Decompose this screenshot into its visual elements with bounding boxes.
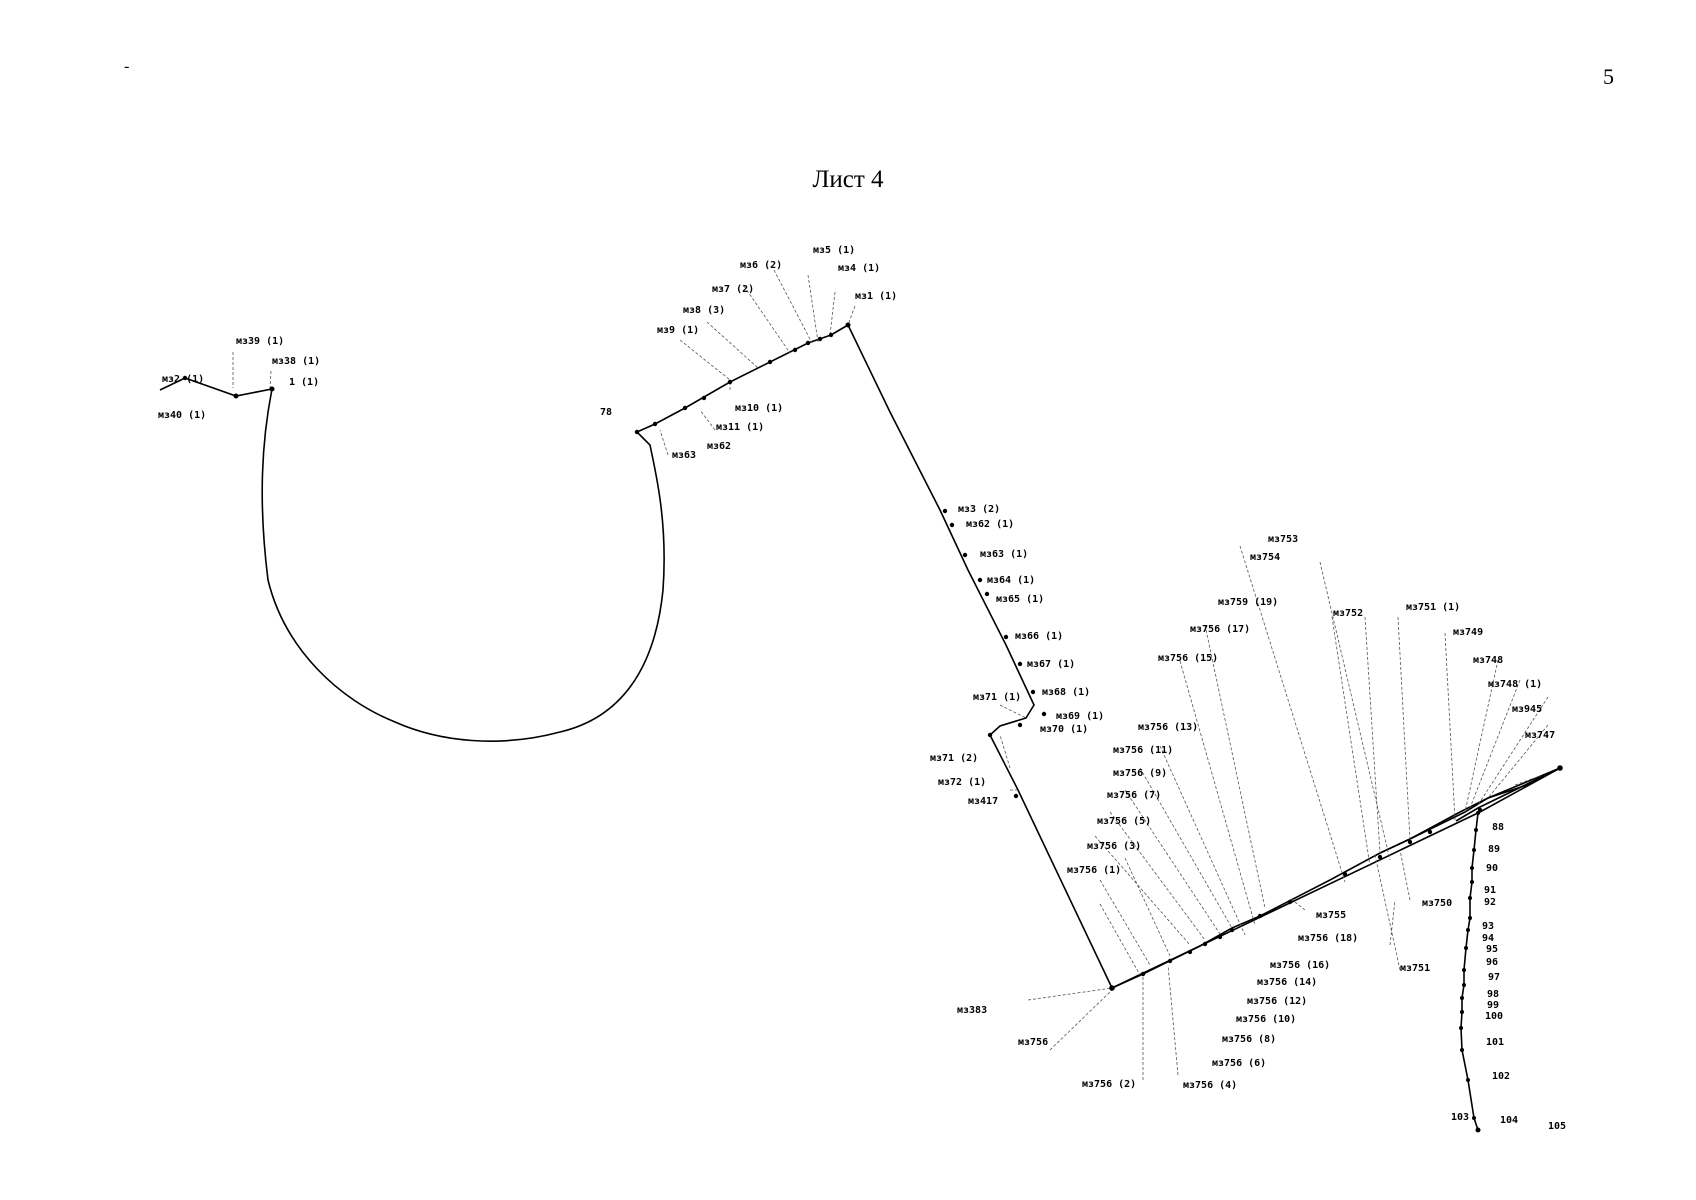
label-mz756-5: мз756 (5) <box>1097 816 1151 827</box>
label-mz753: мз753 <box>1268 534 1298 545</box>
boundary-south-branch <box>1379 797 1489 854</box>
label-mz7: мз7 (2) <box>712 284 754 295</box>
boundary-loop <box>261 388 665 742</box>
label-point-103: 103 <box>1451 1112 1469 1123</box>
label-mz63: мз63 (1) <box>980 549 1028 560</box>
label-mz8: мз8 (3) <box>683 305 725 316</box>
label-mz751: мз751 <box>1400 963 1430 974</box>
label-mz67: мз67 (1) <box>1027 659 1075 670</box>
boundary-point-chain <box>1460 812 1479 1131</box>
label-mz2: мз2 (1) <box>162 374 204 385</box>
boundary-west-segment <box>159 377 273 397</box>
label-mz10: мз10 (1) <box>735 403 783 414</box>
label-mz383: мз383 <box>957 1005 987 1016</box>
label-mz70: мз70 (1) <box>1040 724 1088 735</box>
label-mz62: мз62 (1) <box>966 519 1014 530</box>
stray-mark: - <box>124 58 130 75</box>
label-mz40: мз40 (1) <box>158 410 206 421</box>
sheet-title: Лист 4 <box>812 166 884 193</box>
label-mz756-17: мз756 (17) <box>1190 624 1250 635</box>
label-mz756-9: мз756 (9) <box>1113 768 1167 779</box>
label-mz68: мз68 (1) <box>1042 687 1090 698</box>
boundary-lines <box>159 324 1561 1131</box>
label-point-90: 90 <box>1486 863 1498 874</box>
label-mz3: мз3 (2) <box>958 504 1000 515</box>
label-mz759: мз759 (19) <box>1218 597 1278 608</box>
label-mz71-1: мз71 (1) <box>973 692 1021 703</box>
label-mz756-18: мз756 (18) <box>1298 933 1358 944</box>
label-mz39: мз39 (1) <box>236 336 284 347</box>
label-mz1: мз1 (1) <box>855 291 897 302</box>
label-mz38: мз38 (1) <box>272 356 320 367</box>
label-mz756-6: мз756 (6) <box>1212 1058 1266 1069</box>
label-point-93: 93 <box>1482 921 1494 932</box>
label-point-97: 97 <box>1488 972 1500 983</box>
label-mz945: мз945 <box>1512 704 1542 715</box>
label-point-105: 105 <box>1548 1121 1566 1132</box>
label-mz748: мз748 <box>1473 655 1503 666</box>
label-point-91: 91 <box>1484 885 1496 896</box>
label-mz749: мз749 <box>1453 627 1483 638</box>
label-mz756-7: мз756 (7) <box>1107 790 1161 801</box>
leader-lines <box>232 269 1549 1080</box>
label-mz756-14: мз756 (14) <box>1257 977 1317 988</box>
label-mz756-8: мз756 (8) <box>1222 1034 1276 1045</box>
label-mz65: мз65 (1) <box>996 594 1044 605</box>
label-point-104: 104 <box>1500 1115 1518 1126</box>
label-mz11: мз11 (1) <box>716 422 764 433</box>
label-mz66: мз66 (1) <box>1015 631 1063 642</box>
label-mz756-10: мз756 (10) <box>1236 1014 1296 1025</box>
label-mz64: мз64 (1) <box>987 575 1035 586</box>
boundary-east-segment <box>847 324 1113 989</box>
label-point-100: 100 <box>1485 1011 1503 1022</box>
label-point-96: 96 <box>1486 957 1498 968</box>
label-mz756-11: мз756 (11) <box>1113 745 1173 756</box>
label-mz752: мз752 <box>1333 608 1363 619</box>
label-mz750: мз750 <box>1422 898 1452 909</box>
label-mz754: мз754 <box>1250 552 1280 563</box>
label-mz5: мз5 (1) <box>813 245 855 256</box>
label-point-95: 95 <box>1486 944 1498 955</box>
label-mz6: мз6 (2) <box>740 260 782 271</box>
label-mz62-west: мз62 <box>707 441 731 452</box>
boundary-east-descent <box>1455 767 1561 822</box>
label-mz755: мз755 <box>1316 910 1346 921</box>
label-point-99: 99 <box>1487 1000 1499 1011</box>
label-mz71-2: мз71 (2) <box>930 753 978 764</box>
label-mz756-15: мз756 (15) <box>1158 653 1218 664</box>
label-mz748-1: мз748 (1) <box>1488 679 1542 690</box>
label-point-101: 101 <box>1486 1037 1504 1048</box>
label-mz756-4: мз756 (4) <box>1183 1080 1237 1091</box>
label-point-1: 1 (1) <box>289 377 319 388</box>
label-mz4: мз4 (1) <box>838 263 880 274</box>
label-mz756-1: мз756 (1) <box>1067 865 1121 876</box>
label-mz756-3: мз756 (3) <box>1087 841 1141 852</box>
label-mz756: мз756 <box>1018 1037 1048 1048</box>
label-point-94: 94 <box>1482 933 1494 944</box>
label-mz72: мз72 (1) <box>938 777 986 788</box>
label-mz9: мз9 (1) <box>657 325 699 336</box>
label-mz63-west: мз63 <box>672 450 696 461</box>
label-mz756-2: мз756 (2) <box>1082 1079 1136 1090</box>
label-point-88: 88 <box>1492 822 1504 833</box>
label-point-102: 102 <box>1492 1071 1510 1082</box>
point-labels: мз2 (1) мз40 (1) мз39 (1) мз38 (1) 1 (1)… <box>158 245 1566 1132</box>
label-mz417: мз417 <box>968 796 998 807</box>
page-number: 5 <box>1603 64 1614 89</box>
boundary-northwest-segment <box>636 324 849 433</box>
boundary-points <box>182 322 1563 1133</box>
label-mz756-13: мз756 (13) <box>1138 722 1198 733</box>
label-mz756-16: мз756 (16) <box>1270 960 1330 971</box>
label-mz69: мз69 (1) <box>1056 711 1104 722</box>
label-point-78: 78 <box>600 407 612 418</box>
label-mz756-12: мз756 (12) <box>1247 996 1307 1007</box>
label-point-89: 89 <box>1488 844 1500 855</box>
label-point-98: 98 <box>1487 989 1499 1000</box>
label-mz751-1: мз751 (1) <box>1406 602 1460 613</box>
label-point-92: 92 <box>1484 897 1496 908</box>
label-mz747: мз747 <box>1525 730 1555 741</box>
